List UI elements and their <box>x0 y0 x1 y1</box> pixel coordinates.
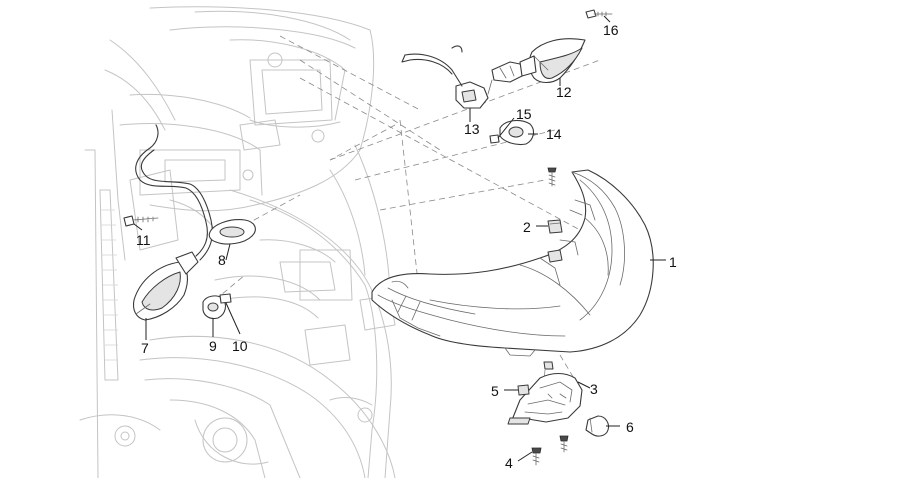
nut-part-15 <box>489 134 500 144</box>
callout-3: 3 <box>590 381 598 397</box>
assembly-dashed-lines <box>214 35 601 421</box>
callout-8: 8 <box>218 252 226 268</box>
nut-above-bracket <box>543 361 554 370</box>
bolt-part-11 <box>123 215 159 227</box>
bolt-part-16 <box>585 9 613 19</box>
grommet-part-9 <box>202 295 227 320</box>
callout-12: 12 <box>556 84 572 100</box>
callout-11: 11 <box>136 232 151 248</box>
callout-10: 10 <box>232 338 248 354</box>
nut-part-10 <box>219 293 232 304</box>
screw-above-headlight <box>547 167 557 187</box>
callout-13: 13 <box>464 121 480 137</box>
lens-part-8 <box>208 219 256 245</box>
turn-indicator-part-12 <box>491 38 586 84</box>
callout-16: 16 <box>603 22 619 38</box>
clip-part-5 <box>517 384 530 396</box>
callout-15: 15 <box>516 106 532 122</box>
callout-5: 5 <box>491 383 499 399</box>
screws-part-4 <box>531 435 569 466</box>
callout-6: 6 <box>626 419 634 435</box>
callout-7: 7 <box>141 340 149 356</box>
headlight-assembly <box>371 169 654 357</box>
leader-lines <box>133 15 666 462</box>
turn-indicator-part-7 <box>132 251 199 321</box>
callout-4: 4 <box>505 455 513 471</box>
bulb-holder-part-3 <box>507 372 583 425</box>
callout-1: 1 <box>669 254 677 270</box>
callout-9: 9 <box>209 338 217 354</box>
clip-nut-part-2 <box>547 219 563 234</box>
callout-14: 14 <box>546 126 562 142</box>
callout-2: 2 <box>523 219 531 235</box>
bulb-part-6 <box>585 415 610 437</box>
scooter-body-ghost <box>79 6 396 478</box>
grommet-part-14 <box>499 119 535 146</box>
socket-wire-part-13 <box>401 45 493 109</box>
